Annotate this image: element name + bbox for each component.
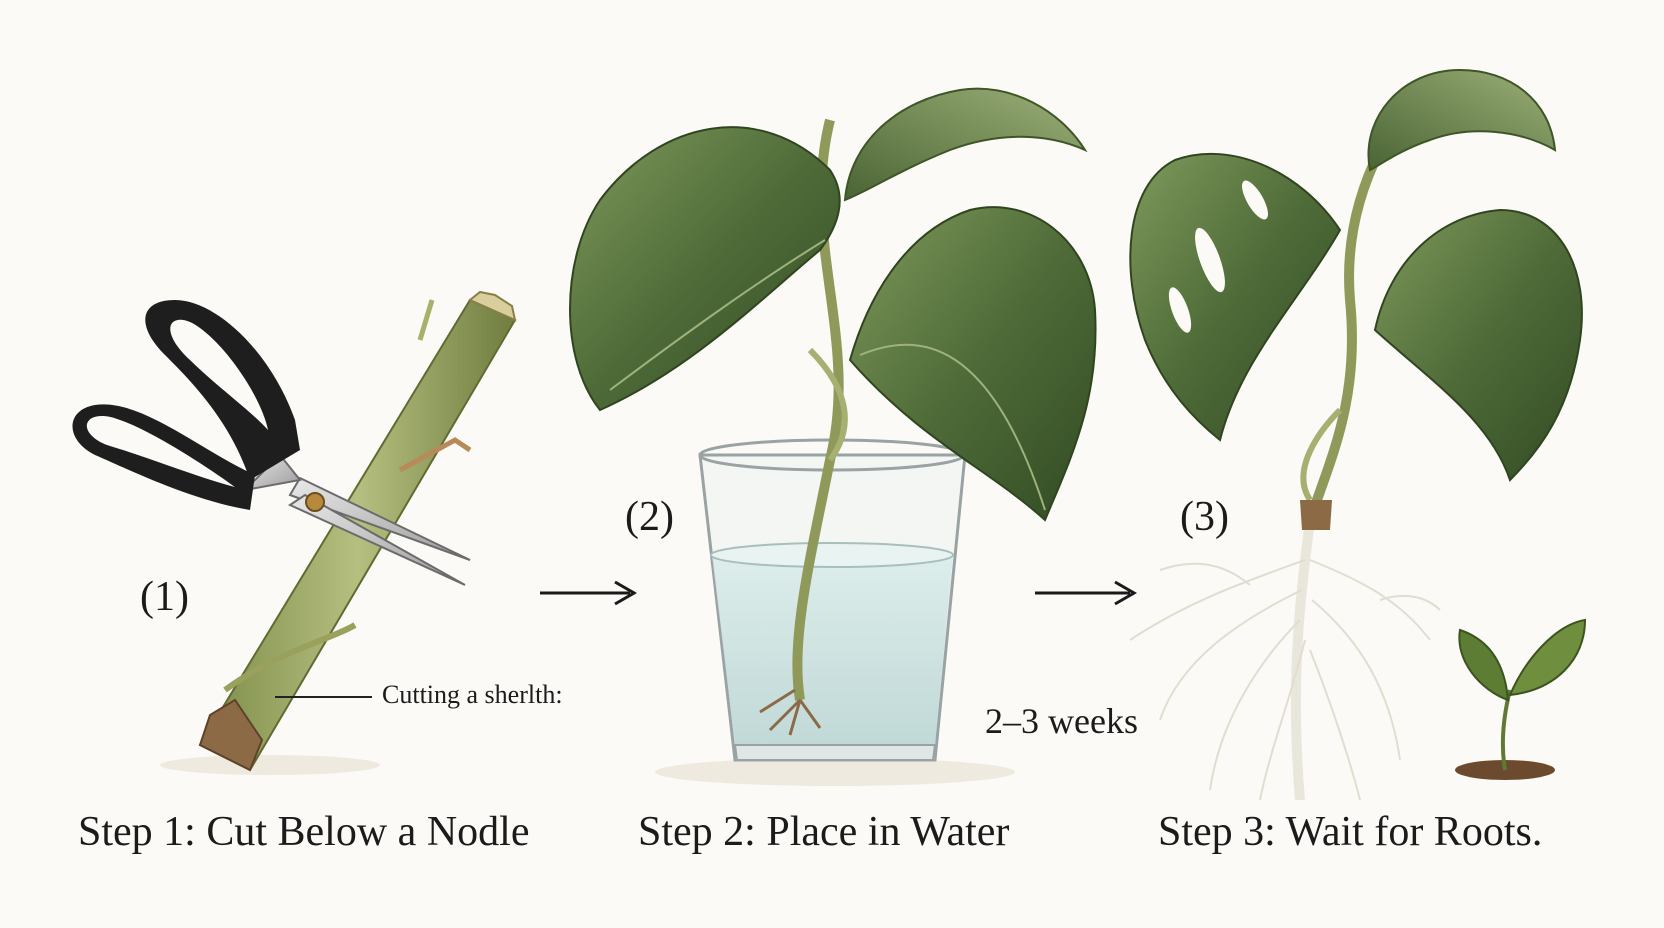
water-glass-icon [655, 438, 1015, 786]
step-3-number: (3) [1180, 494, 1229, 540]
cutting-annotation: Cutting a sherlth: [382, 680, 563, 709]
rooted-plant-icon [1129, 68, 1583, 801]
step-1-caption: Step 1: Cut Below a Nodle [78, 809, 530, 855]
seedling-icon [1455, 618, 1587, 780]
scissors-icon [72, 300, 471, 586]
arrow-right-icon [1035, 580, 1137, 606]
step-2-caption: Step 2: Place in Water [638, 809, 1010, 855]
arrow-right-icon [540, 580, 637, 606]
step-2-number: (2) [625, 494, 674, 540]
plant-cutting-icon [569, 87, 1097, 736]
duration-label: 2–3 weeks [985, 701, 1138, 741]
step-3-caption: Step 3: Wait for Roots. [1158, 809, 1543, 855]
step-1-number: (1) [140, 574, 189, 620]
